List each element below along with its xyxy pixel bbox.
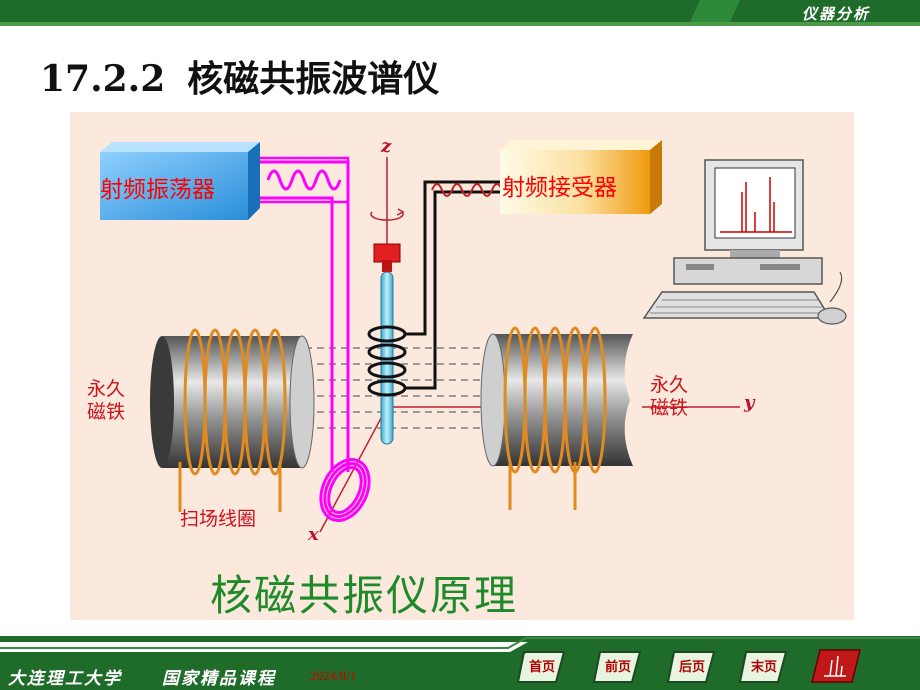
rf-oscillator-label: 射频振荡器 [100,177,215,203]
receiver-wave [431,183,503,197]
nav-last-button[interactable]: 末页 [738,646,790,686]
school-name: 大连理工大学 [8,669,122,689]
book-icon [592,651,642,683]
receiver-coil [367,180,500,397]
book-icon [666,651,716,683]
nav-next-label: 后页 [678,660,705,675]
nav-prev-button[interactable]: 前页 [592,646,644,686]
left-magnet-label-2: 磁铁 [87,401,126,423]
field-lines [305,347,490,429]
rf-receiver-box [500,140,662,214]
right-magnet-label-1: 永久 [650,374,689,396]
nav-first-button[interactable]: 首页 [516,646,568,686]
x-axis-label: x [308,524,319,545]
rf-receiver-label: 射频接受器 [502,175,617,201]
nmr-schematic [100,140,847,533]
nav-last-label: 末页 [750,660,777,675]
course-logo-icon [811,649,861,683]
course-logo-button[interactable] [810,646,862,686]
z-axis-label: z [381,136,392,157]
date-label: 2024/8/1 [310,668,357,683]
top-bar: 仪器分析 [0,0,920,28]
diagram-caption: 核磁共振仪原理 [210,571,519,620]
section-number: 17.2.2 [40,58,166,100]
book-icon [516,651,566,683]
right-magnet-label-2: 磁铁 [650,397,689,419]
page-title: 17.2.2 核磁共振波谱仪 [40,50,439,102]
computer-icon [642,159,847,325]
nav-first-label: 首页 [528,660,555,675]
section-title: 核磁共振波谱仪 [187,58,440,100]
book-icon [738,651,788,683]
course-tag: 仪器分析 [801,5,870,23]
course-name: 国家精品课程 [162,669,276,689]
right-magnet [480,326,642,510]
rf-oscillator-box [100,142,260,220]
nmr-diagram: 射频振荡器 射频接受器 永久 磁铁 永久 磁铁 扫场线圈 z y x 核磁共振仪… [70,112,854,620]
nav-prev-label: 前页 [604,660,631,675]
left-magnet-label-1: 永久 [87,378,126,400]
sweep-coil-label: 扫场线圈 [180,508,257,530]
y-axis-label: y [744,392,755,413]
top-bar-graphic [0,0,920,26]
left-magnet [150,328,315,512]
nav-next-button[interactable]: 后页 [666,646,718,686]
